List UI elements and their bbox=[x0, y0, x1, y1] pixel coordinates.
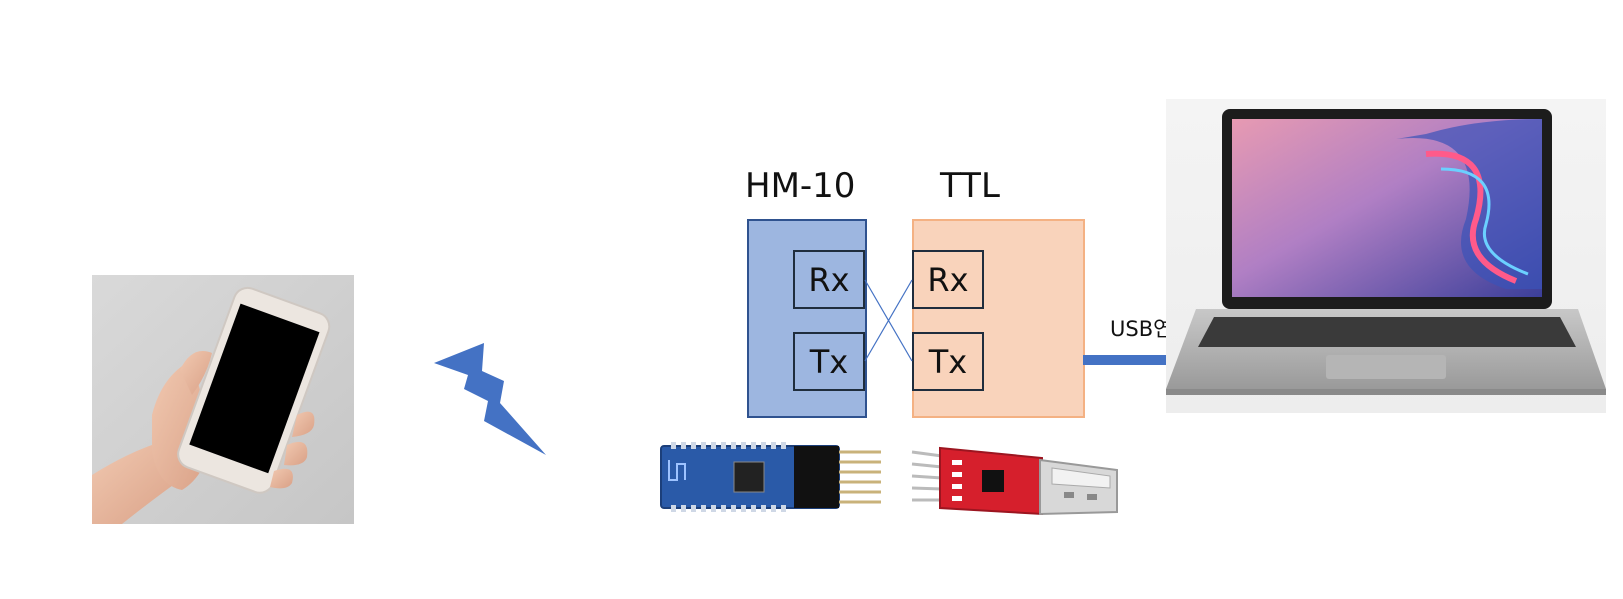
hm10-tx-pin: Tx bbox=[793, 332, 865, 391]
ttl-tx-label: Tx bbox=[928, 342, 968, 381]
laptop-icon bbox=[1166, 99, 1606, 413]
hm10-tx-label: Tx bbox=[809, 342, 849, 381]
ttl-tx-pin: Tx bbox=[912, 332, 984, 391]
lightning-bolt-icon bbox=[434, 343, 549, 458]
hm10-board-icon bbox=[659, 440, 884, 516]
smartphone-in-hand-icon bbox=[92, 275, 354, 524]
ttl-title: TTL bbox=[940, 166, 1000, 206]
usb-ttl-adapter-icon bbox=[911, 440, 1122, 520]
hm10-rx-label: Rx bbox=[808, 260, 850, 299]
wire-tx-to-rx bbox=[864, 279, 913, 362]
wire-rx-to-tx bbox=[864, 279, 913, 362]
ttl-rx-pin: Rx bbox=[912, 250, 984, 309]
ttl-rx-label: Rx bbox=[927, 260, 969, 299]
hm10-title: HM-10 bbox=[745, 166, 856, 206]
hm10-rx-pin: Rx bbox=[793, 250, 865, 309]
